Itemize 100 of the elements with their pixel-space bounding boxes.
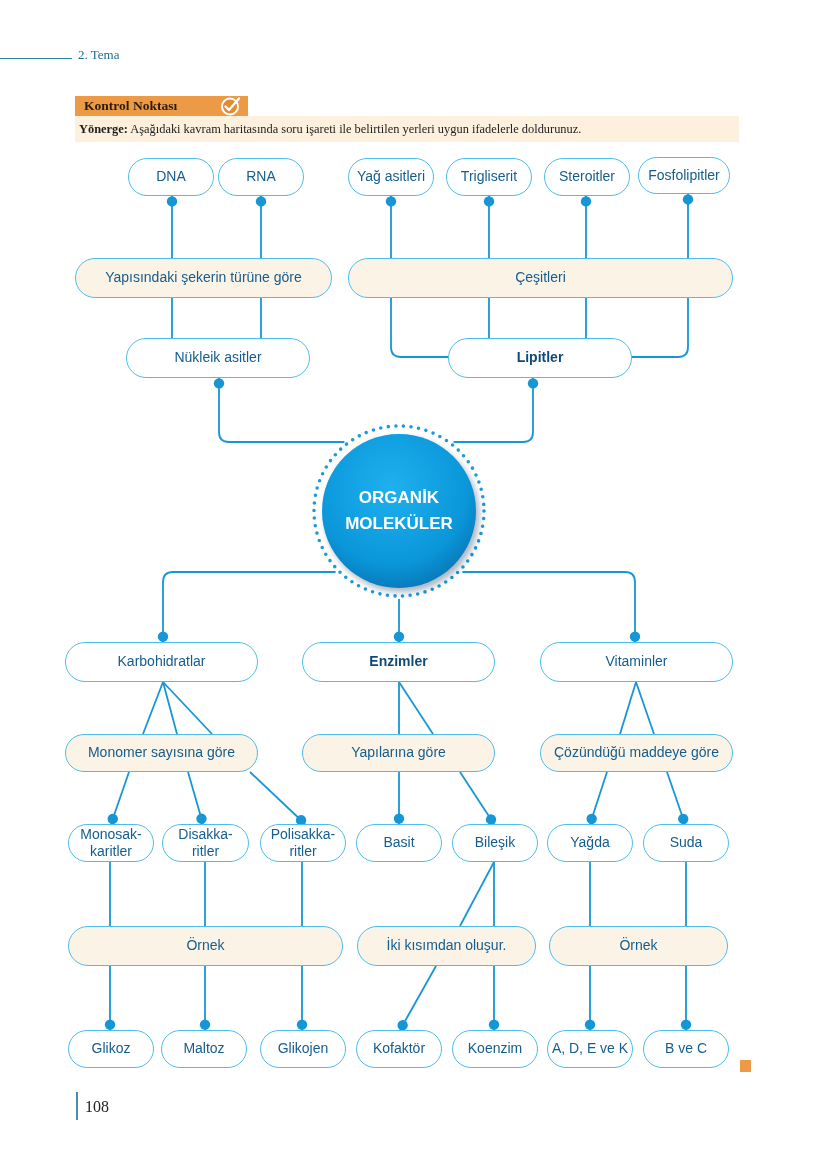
link-phrase-box [75,258,332,298]
concept-label: RNA [245,168,277,186]
connector-line [483,195,495,259]
connector-line [166,195,178,259]
connector-line [459,861,495,927]
concept-box [218,158,304,196]
link-phrase-box [540,734,733,772]
concept-label: Kofaktör [371,1040,427,1058]
link-phrase-box [348,258,733,298]
concept-label: Lipitler [515,349,565,367]
connector-line [260,297,262,339]
concept-label: B ve C [664,1040,708,1058]
concept-box [547,1030,633,1068]
concept-box [162,824,249,862]
concept-label: Fosfolipitler [647,166,721,185]
connector-line [631,297,689,358]
connector-line [589,861,591,927]
concept-label: Yağda [569,834,611,852]
concept-label: A, D, E ve K [550,1040,630,1058]
connector-line [493,861,495,927]
link-phrase-box [302,734,495,772]
concept-label: Yağ asitleri [355,168,427,186]
concept-box [65,642,258,682]
concept-box [260,824,346,862]
link-phrase-label: Çözündüğü maddeye göre [553,744,720,762]
link-phrase-label: Çeşitleri [514,269,567,287]
connector-line [104,965,116,1031]
connector-line [162,681,178,735]
connector-line [398,681,434,735]
connector-line [393,771,405,825]
link-phrase-label: Örnek [185,937,226,955]
concept-label: Maltoz [182,1040,226,1058]
connector-line [187,771,207,825]
concept-box [547,824,633,862]
connector-line [109,861,111,927]
page-number: 108 [85,1098,109,1116]
concept-box [638,157,730,194]
connector-line [488,965,500,1031]
link-phrase-label: Monomer sayısına göre [86,744,237,762]
connector-line [385,195,397,259]
central-concept-label: ORGANİK MOLEKÜLER [344,487,454,535]
concept-label: Glikoz [90,1040,132,1058]
concept-box [126,338,310,378]
concept-label: Polisakka- ritler [269,825,337,861]
connector-line [619,681,637,735]
link-phrase-box [357,926,536,966]
concept-label: Steroitler [558,168,616,186]
concept-box [161,1030,247,1068]
link-phrase-label: Örnek [618,937,659,955]
connector-line [157,571,337,643]
connector-line [585,297,587,339]
concept-box [540,642,733,682]
concept-box [128,158,214,196]
connector-line [452,377,539,443]
connector-line [393,598,405,643]
section-number: 2. Tema [78,47,120,63]
connector-line [666,771,689,825]
connector-line [584,965,596,1031]
concept-box [302,642,495,682]
concept-box [448,338,632,378]
connector-line [204,861,206,927]
connector-line [301,861,303,927]
concept-box [544,158,630,196]
concept-label: Karbohidratlar [116,653,207,671]
concept-box [68,1030,154,1068]
instruction-text: Yönerge: Aşağıdaki kavram haritasında soru işareti ile belirtilen yerleri uygun ifadelerle doldurunuz. [79,122,582,137]
link-phrase-label: Yapılarına göre [350,744,447,762]
central-concept-circle [311,423,487,599]
concept-box [643,1030,729,1068]
connector-line [162,681,213,735]
section-heading: Kontrol Noktası [84,98,178,114]
connector-line [255,195,267,259]
concept-box [356,824,442,862]
link-phrase-box [549,926,728,966]
connector-line [171,297,173,339]
connector-line [213,377,346,443]
concept-label: Nükleik asitler [173,349,263,367]
connector-line [107,771,130,825]
connector-line [390,297,449,358]
connector-line [397,965,437,1031]
concept-label: DNA [155,168,187,186]
connector-line [680,965,692,1031]
connector-line [296,965,308,1031]
connector-line [398,681,400,735]
link-phrase-label: İki kısımdan oluşur. [385,937,508,955]
connector-line [685,861,687,927]
concept-label: Basit [382,834,416,852]
concept-label: Enzimler [368,653,429,671]
connector-line [580,195,592,259]
concept-label: Vitaminler [604,653,669,671]
concept-box [348,158,434,196]
connector-line [142,681,164,735]
concept-box [452,1030,538,1068]
concept-label: Koenzim [466,1040,524,1058]
concept-box [260,1030,346,1068]
connector-line [586,771,608,825]
link-phrase-box [65,734,258,772]
link-phrase-box [68,926,343,966]
concept-box [446,158,532,196]
connector-line [682,193,694,259]
